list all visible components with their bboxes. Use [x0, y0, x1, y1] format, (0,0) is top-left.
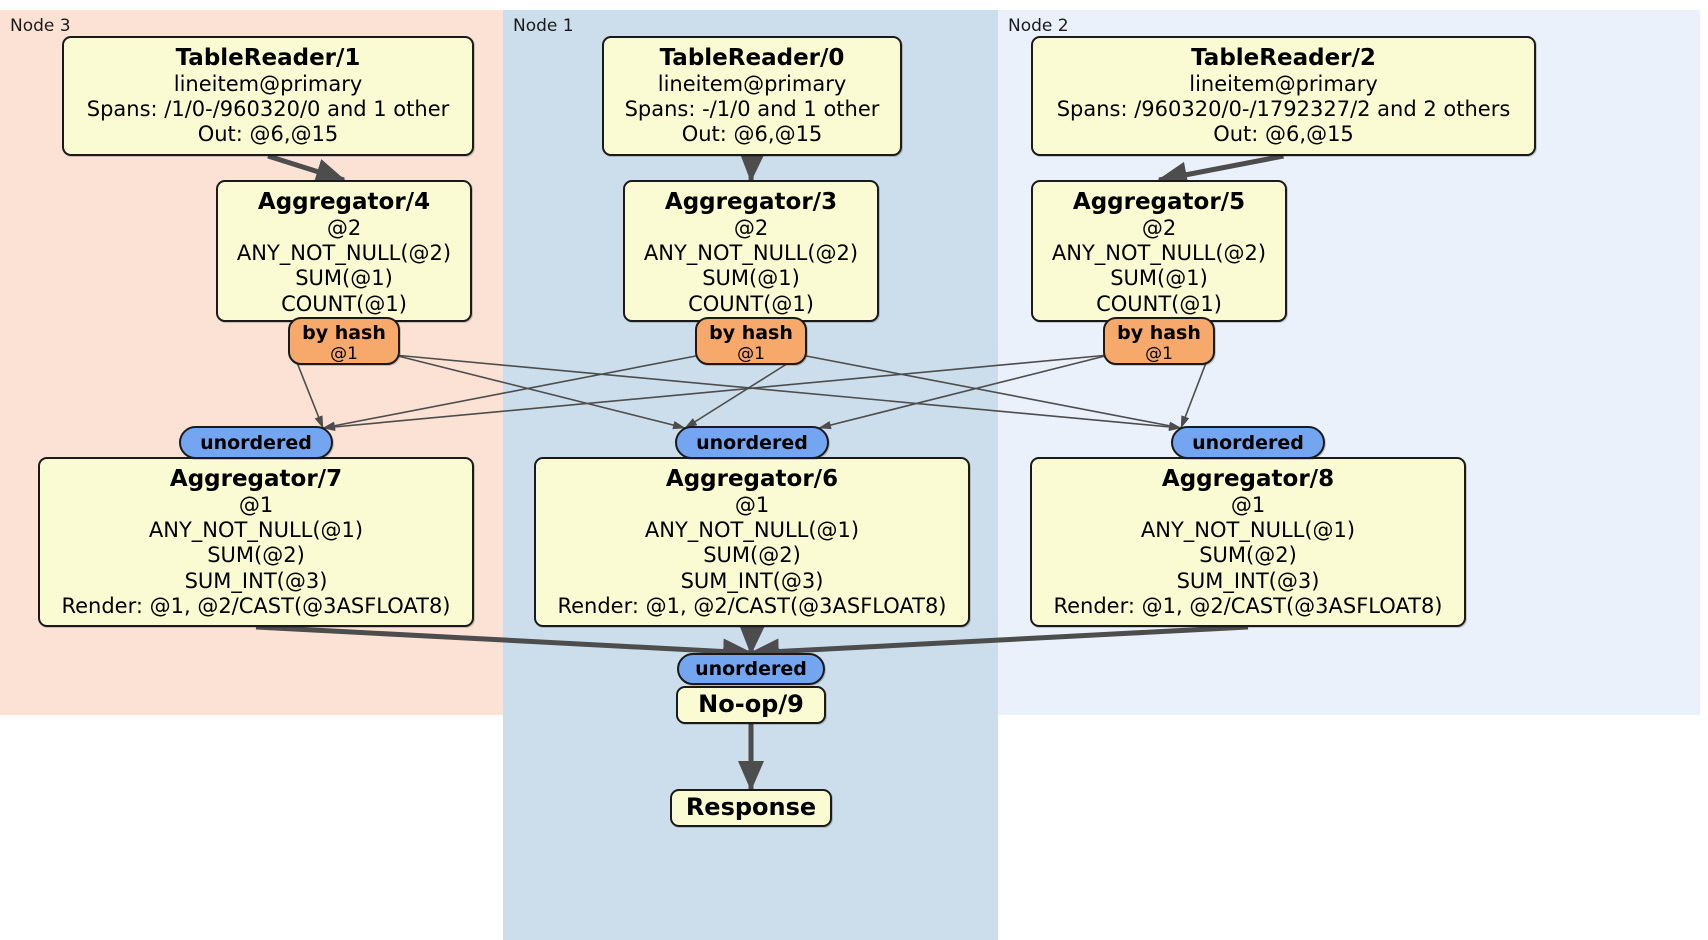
node-panel-label: Node 3 — [10, 16, 71, 36]
processor-detail-line: SUM_INT(@3) — [1176, 568, 1320, 593]
processor-title: TableReader/0 — [659, 45, 845, 71]
hash-router-badge-hash5[interactable]: by hash@1 — [1103, 317, 1215, 365]
processor-title: Response — [685, 793, 817, 822]
processor-detail-line: ANY_NOT_NULL(@2) — [236, 241, 452, 266]
unordered-label: unordered — [696, 431, 808, 454]
hash-router-column: @1 — [330, 344, 358, 365]
processor-title: Aggregator/8 — [1161, 466, 1335, 492]
processor-title: TableReader/1 — [175, 45, 361, 71]
processor-detail-line: Spans: /1/0-/960320/0 and 1 other — [86, 97, 450, 122]
processor-detail-line: @2 — [326, 216, 362, 241]
processor-detail-line: SUM(@1) — [702, 266, 800, 291]
node-panel-label: Node 1 — [513, 16, 574, 36]
processor-title: TableReader/2 — [1191, 45, 1376, 71]
hash-router-badge-hash3[interactable]: by hash@1 — [695, 317, 807, 365]
processor-detail-line: SUM(@2) — [1199, 543, 1297, 568]
unordered-label: unordered — [200, 431, 312, 454]
unordered-synchronizer-unord7[interactable]: unordered — [179, 426, 333, 459]
processor-detail-line: Render: @1, @2/CAST(@3ASFLOAT8) — [61, 593, 451, 618]
processor-title: Aggregator/7 — [169, 466, 343, 492]
processor-detail-line: @2 — [1141, 216, 1177, 241]
hash-router-label: by hash — [302, 322, 386, 344]
processor-detail-line: ANY_NOT_NULL(@2) — [643, 241, 859, 266]
processor-detail-line: SUM(@1) — [1110, 266, 1208, 291]
processor-detail-line: Out: @6,@15 — [681, 122, 823, 147]
hash-router-label: by hash — [709, 322, 793, 344]
node-panel-label: Node 2 — [1008, 16, 1069, 36]
processor-detail-line: SUM(@1) — [295, 266, 393, 291]
hash-router-column: @1 — [737, 344, 765, 365]
processor-detail-line: SUM_INT(@3) — [680, 568, 824, 593]
processor-title: Aggregator/3 — [664, 189, 838, 215]
processor-detail-line: COUNT(@1) — [1096, 291, 1222, 316]
processor-title: No-op/9 — [698, 690, 804, 719]
processor-title: Aggregator/6 — [665, 466, 839, 492]
processor-detail-line: lineitem@primary — [173, 72, 363, 97]
processor-title: Aggregator/5 — [1072, 189, 1246, 215]
unordered-synchronizer-unord6[interactable]: unordered — [675, 426, 829, 459]
processor-detail-line: SUM(@2) — [207, 543, 305, 568]
processor-response[interactable]: Response — [670, 789, 832, 827]
processor-detail-line: Out: @6,@15 — [197, 122, 339, 147]
processor-detail-line: ANY_NOT_NULL(@1) — [1140, 518, 1356, 543]
processor-detail-line: ANY_NOT_NULL(@2) — [1051, 241, 1267, 266]
processor-title: Aggregator/4 — [257, 189, 431, 215]
unordered-label: unordered — [1192, 431, 1304, 454]
processor-detail-line: @1 — [1230, 493, 1266, 518]
processor-detail-line: ANY_NOT_NULL(@1) — [644, 518, 860, 543]
processor-detail-line: lineitem@primary — [657, 72, 847, 97]
processor-detail-line: lineitem@primary — [1189, 72, 1378, 97]
hash-router-label: by hash — [1117, 322, 1201, 344]
processor-detail-line: @2 — [733, 216, 769, 241]
processor-detail-line: Out: @6,@15 — [1213, 122, 1354, 147]
unordered-synchronizer-unord9[interactable]: unordered — [677, 653, 825, 685]
processor-detail-line: Spans: -/1/0 and 1 other — [624, 97, 880, 122]
unordered-label: unordered — [695, 658, 807, 680]
processor-detail-line: Spans: /960320/0-/1792327/2 and 2 others — [1056, 97, 1511, 122]
processor-detail-line: SUM(@2) — [703, 543, 801, 568]
hash-router-column: @1 — [1145, 344, 1173, 365]
hash-router-badge-hash4[interactable]: by hash@1 — [288, 317, 400, 365]
processor-detail-line: COUNT(@1) — [688, 291, 814, 316]
processor-detail-line: ANY_NOT_NULL(@1) — [148, 518, 364, 543]
processor-detail-line: Render: @1, @2/CAST(@3ASFLOAT8) — [1053, 593, 1443, 618]
unordered-synchronizer-unord8[interactable]: unordered — [1171, 426, 1325, 459]
processor-noop9[interactable]: No-op/9 — [676, 686, 826, 724]
processor-detail-line: COUNT(@1) — [281, 291, 407, 316]
processor-detail-line: @1 — [734, 493, 770, 518]
processor-detail-line: SUM_INT(@3) — [184, 568, 328, 593]
processor-detail-line: @1 — [238, 493, 274, 518]
processor-detail-line: Render: @1, @2/CAST(@3ASFLOAT8) — [557, 593, 947, 618]
